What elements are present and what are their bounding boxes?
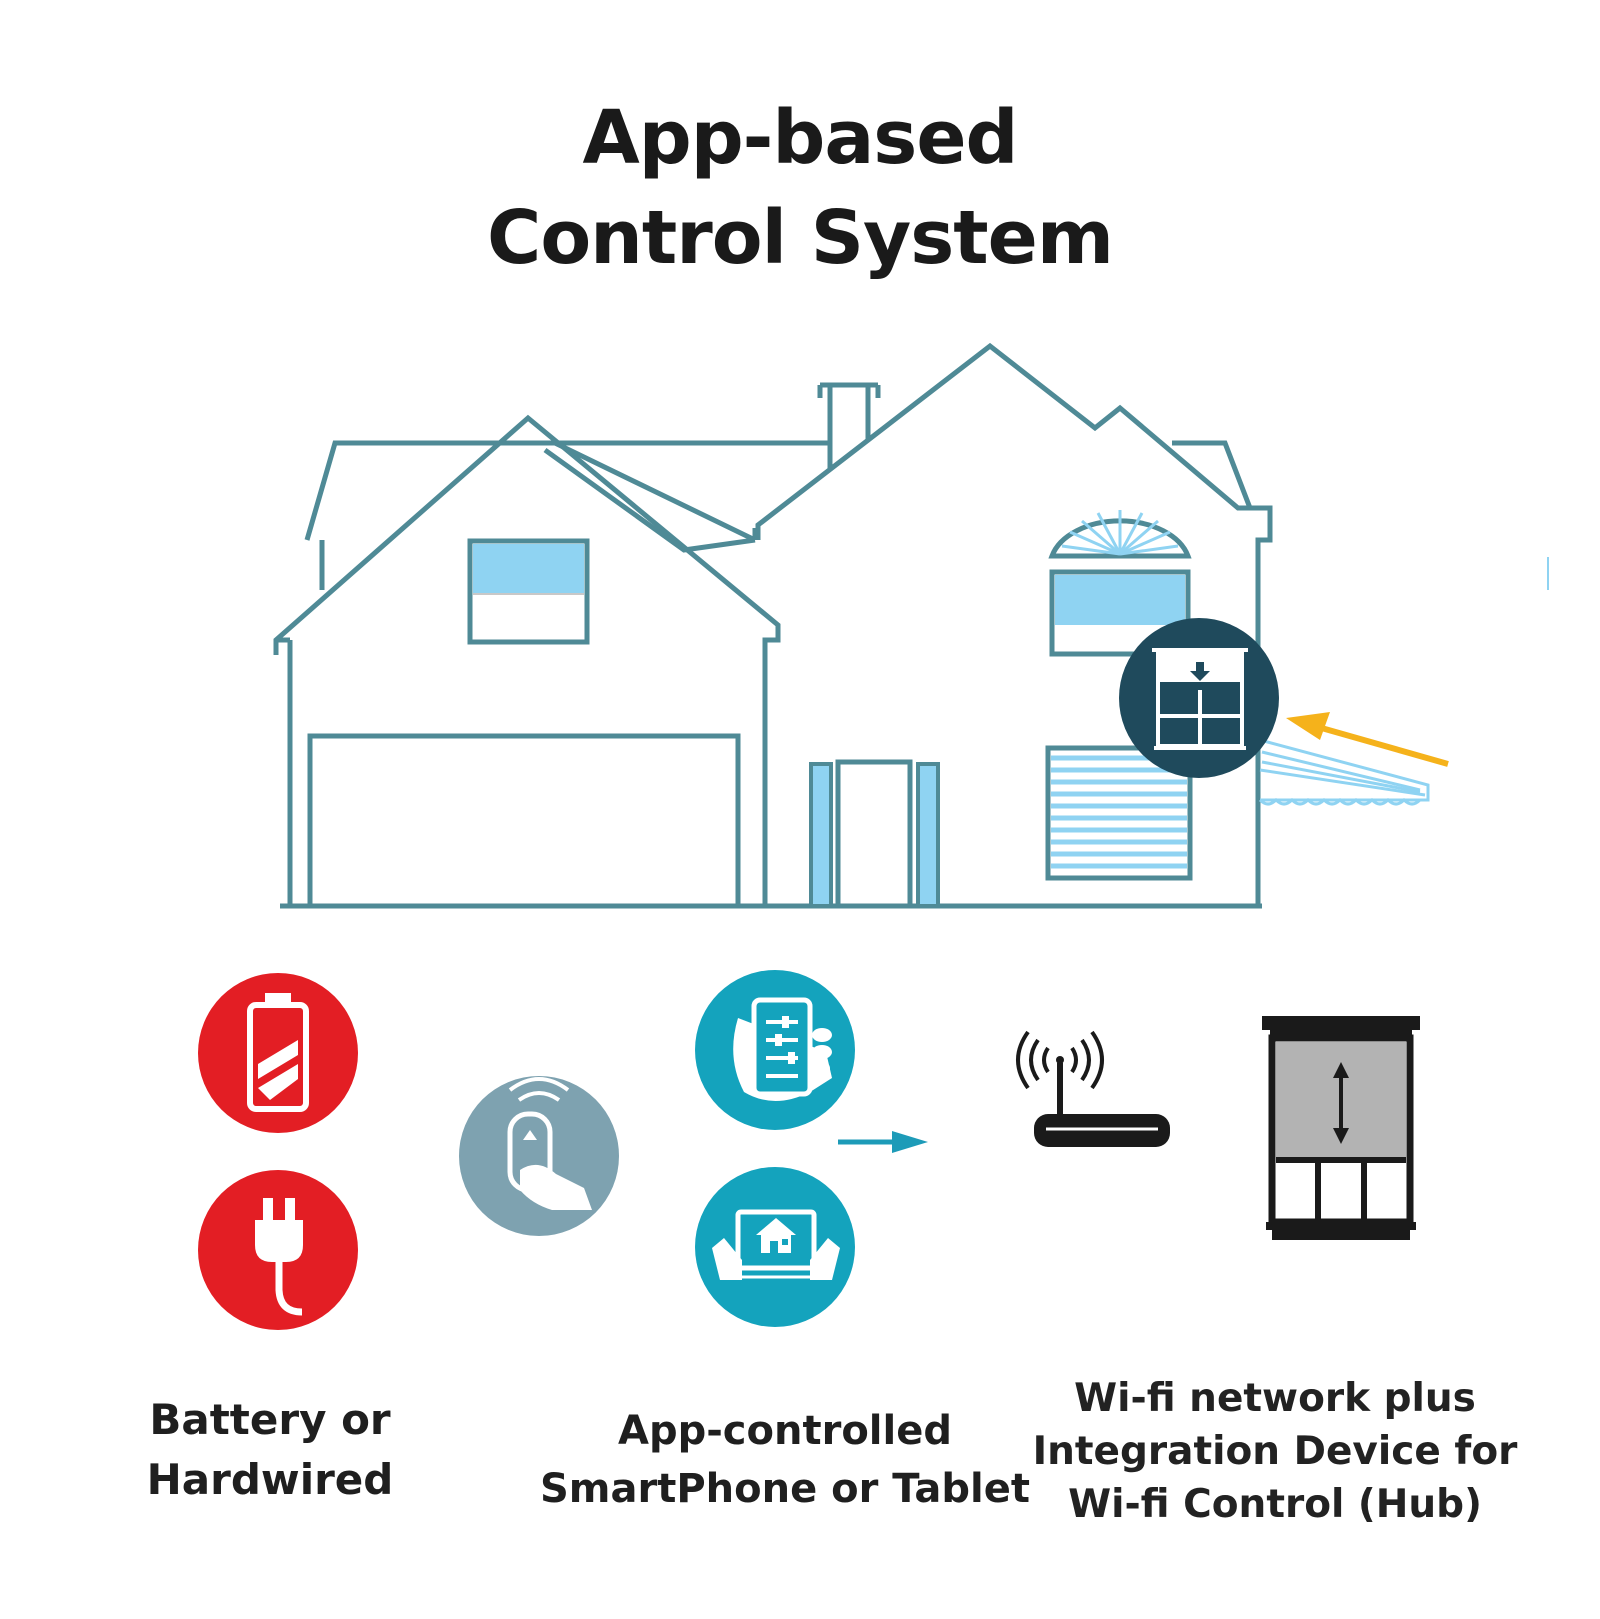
garage-door	[307, 733, 741, 909]
title-line-1: App-based	[582, 95, 1018, 181]
title-line-2: Control System	[487, 195, 1114, 281]
hub-label-line-3: Wi-fi Control (Hub)	[1068, 1482, 1482, 1527]
sensor-badge	[1119, 618, 1279, 778]
front-door	[835, 759, 913, 909]
window-shade-icon	[1262, 1016, 1420, 1240]
hub-label-line-1: Wi-fi network plus	[1074, 1376, 1476, 1421]
power-label: Battery or Hardwired	[120, 1390, 420, 1510]
app-label: App-controlled SmartPhone or Tablet	[540, 1402, 1030, 1518]
wifi-router-icon	[1016, 1030, 1170, 1147]
connector-arrow	[838, 1131, 928, 1153]
upper-left-window	[467, 538, 590, 645]
app-label-line-2: SmartPhone or Tablet	[540, 1466, 1030, 1512]
window-shades	[473, 510, 1187, 908]
remote-control-icon	[459, 1076, 619, 1236]
tablet-app-icon	[695, 1167, 855, 1327]
house-illustration	[273, 342, 1273, 909]
hub-label-line-2: Integration Device for	[1032, 1429, 1518, 1474]
upper-right-window	[1049, 569, 1191, 657]
smartphone-app-icon	[695, 970, 855, 1130]
battery-icon	[198, 973, 358, 1133]
arched-window	[1048, 518, 1192, 559]
power-label-line-2: Hardwired	[146, 1455, 394, 1504]
left-gable	[273, 414, 781, 906]
power-label-line-1: Battery or	[149, 1395, 391, 1444]
plug-icon	[198, 1170, 358, 1330]
hub-label: Wi-fi network plus Integration Device fo…	[1020, 1372, 1530, 1531]
app-label-line-1: App-controlled	[617, 1408, 952, 1454]
back-roof	[304, 440, 833, 541]
diagram-title: App-based Control System	[0, 88, 1600, 288]
lower-right-window	[1045, 745, 1193, 881]
sunlight-arrow	[1286, 712, 1449, 767]
right-gable	[755, 342, 1273, 906]
awning	[1258, 738, 1430, 806]
